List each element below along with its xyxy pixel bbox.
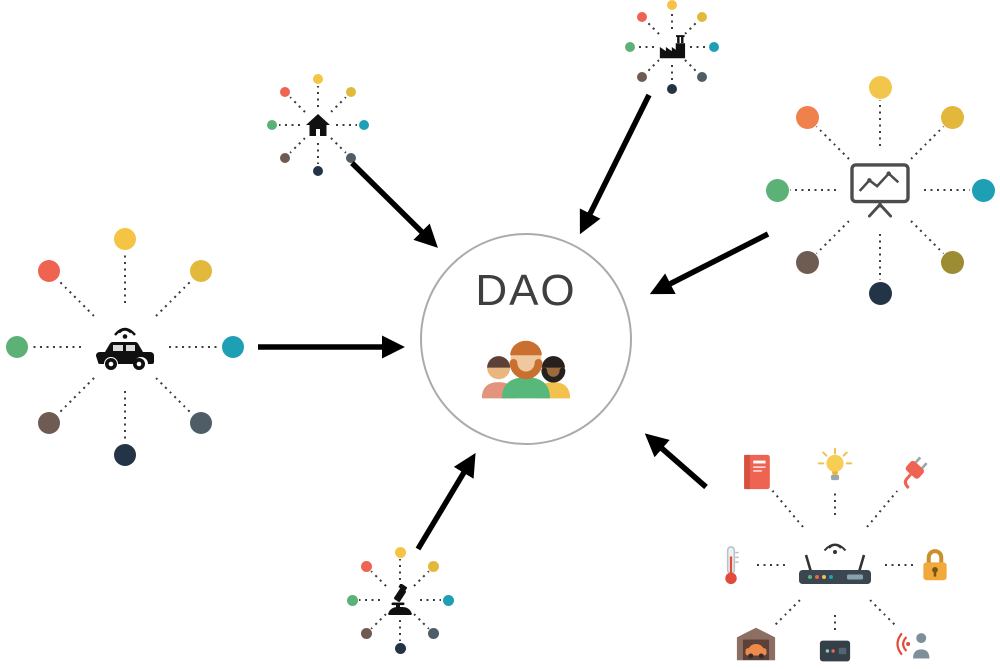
node-dot (667, 0, 677, 10)
node-dot (190, 412, 213, 435)
node-dot (190, 259, 213, 282)
node-dot (345, 87, 356, 98)
node-dot (346, 594, 358, 606)
node-dot (360, 628, 372, 640)
dotted-link (885, 564, 914, 566)
garage-icon (735, 623, 777, 665)
dotted-link (420, 599, 441, 601)
node-dot (667, 84, 677, 94)
dotted-link (169, 346, 220, 348)
node-dot (765, 178, 789, 202)
node-dot (114, 228, 136, 250)
node-dot (37, 259, 60, 282)
node-dot (360, 560, 372, 572)
arrow-research-microscope-to-dao (415, 453, 476, 551)
home-icon (305, 113, 331, 137)
node-dot (280, 87, 291, 98)
node-dot (428, 560, 440, 572)
node-dot (637, 12, 648, 23)
router-icon (795, 539, 875, 591)
node-dot (114, 444, 136, 466)
people-group-icon (478, 321, 574, 399)
node-dot (222, 336, 244, 358)
node-dot (6, 336, 28, 358)
thermometer-icon (711, 545, 751, 585)
node-dot (795, 105, 819, 129)
node-dot (971, 178, 995, 202)
node-dot (696, 71, 707, 82)
factory-icon (658, 34, 686, 60)
presentation-chart-icon (849, 162, 911, 218)
node-dot (345, 152, 356, 163)
dotted-link (336, 124, 357, 126)
dao-label: DAO (475, 266, 577, 315)
node-dot (442, 594, 454, 606)
node-dot (313, 166, 323, 176)
node-dot (795, 251, 819, 275)
arrow-iot-devices-to-dao (644, 433, 708, 490)
plug-icon (893, 454, 931, 492)
node-dot (696, 12, 707, 23)
dao-circle: DAO (420, 233, 632, 445)
car-wifi-icon (92, 323, 158, 371)
node-dot (941, 251, 965, 275)
node-dot (709, 42, 719, 52)
person-signal-icon (895, 625, 933, 663)
node-dot (313, 74, 323, 84)
node-dot (280, 152, 291, 163)
lightbulb-icon (816, 448, 854, 486)
node-dot (394, 642, 406, 654)
node-dot (868, 281, 892, 305)
node-dot (394, 546, 406, 558)
node-dot (359, 120, 369, 130)
padlock-icon (918, 548, 952, 582)
node-dot (868, 75, 892, 99)
dotted-link (690, 46, 707, 48)
node-dot (37, 412, 60, 435)
node-dot (637, 71, 648, 82)
dotted-link (924, 189, 970, 191)
node-dot (428, 628, 440, 640)
arrow-analytics-board-to-dao (649, 231, 770, 295)
node-dot (267, 120, 277, 130)
microscope-icon (385, 584, 415, 616)
arrow-smart-home-to-dao (350, 161, 438, 248)
speaker-icon (818, 634, 852, 668)
node-dot (625, 42, 635, 52)
arrow-industry-to-dao (579, 93, 652, 235)
node-dot (941, 105, 965, 129)
rulebook-icon (738, 453, 776, 491)
